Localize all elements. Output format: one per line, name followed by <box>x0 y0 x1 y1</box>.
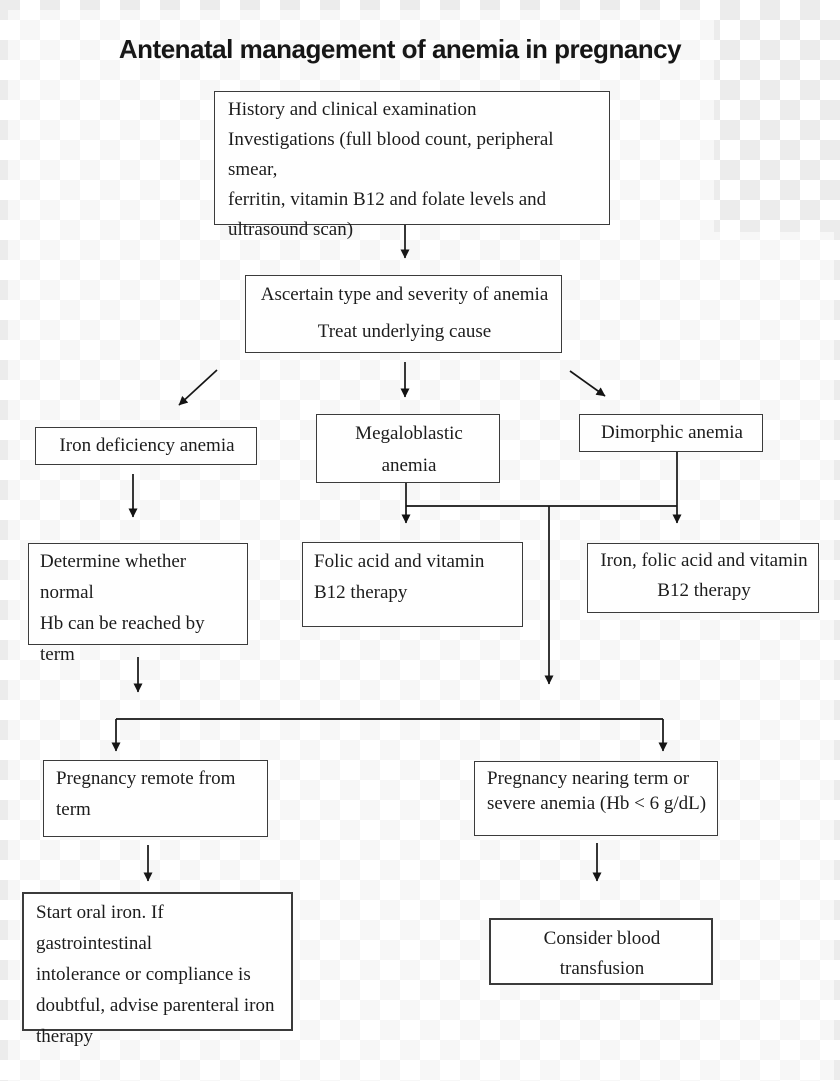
node-line: therapy <box>36 1026 93 1047</box>
node-line: ultrasound scan) <box>228 219 354 240</box>
node-line: History and clinical examination <box>228 99 477 120</box>
node-line: Investigations (full blood count, periph… <box>228 129 554 180</box>
node-line: severe anemia (Hb < 6 g/dL) <box>487 793 707 814</box>
node-iron-deficiency-anemia: Iron deficiency anemia <box>35 427 257 465</box>
node-line: term <box>56 799 91 820</box>
node-line: doubtful, advise parenteral iron <box>36 995 275 1016</box>
node-line: ferritin, vitamin B12 and folate levels … <box>228 189 547 210</box>
node-determine-hb: Determine whether normal Hb can be reach… <box>28 543 248 665</box>
node-line: Pregnancy remote from <box>56 768 236 789</box>
edge-ascertain-to-iron-def <box>178 369 218 406</box>
node-consider-transfusion: Consider blood transfusion <box>489 918 713 985</box>
node-line: Start oral iron. If gastrointestinal <box>36 902 164 954</box>
node-line: Hb can be reached by term <box>40 613 205 665</box>
node-start-oral-iron: Start oral iron. If gastrointestinal int… <box>22 892 293 1047</box>
node-folic-b12-therapy: Folic acid and vitamin B12 therapy <box>302 542 523 627</box>
node-line: Pregnancy nearing term or <box>487 768 690 789</box>
node-history-investigations: History and clinical examination Investi… <box>214 91 610 240</box>
node-line: Folic acid and vitamin <box>314 551 485 572</box>
node-line: Megaloblastic <box>355 423 463 444</box>
node-dimorphic-anemia: Dimorphic anemia <box>579 414 763 452</box>
node-pregnancy-remote: Pregnancy remote from term <box>43 760 268 837</box>
node-line: B12 therapy <box>657 580 751 601</box>
node-pregnancy-nearing-term: Pregnancy nearing term or severe anemia … <box>474 761 718 836</box>
edge-ascertain-to-dimorphic <box>569 370 606 397</box>
node-line: Determine whether normal <box>40 551 187 603</box>
node-line: Treat underlying cause <box>317 321 492 342</box>
diagram-title: Antenatal management of anemia in pregna… <box>118 34 682 64</box>
node-line: Dimorphic anemia <box>601 422 743 443</box>
node-line: Consider blood transfusion <box>543 928 661 979</box>
node-line: Iron deficiency anemia <box>59 435 235 456</box>
node-line: Iron, folic acid and vitamin <box>600 550 808 571</box>
node-megaloblastic-anemia: Megaloblastic anemia <box>316 414 500 483</box>
node-iron-folic-b12-therapy: Iron, folic acid and vitamin B12 therapy <box>587 543 819 613</box>
node-line: B12 therapy <box>314 582 408 603</box>
node-line: Ascertain type and severity of anemia <box>260 284 549 305</box>
node-line: intolerance or compliance is <box>36 964 251 985</box>
node-ascertain-type: Ascertain type and severity of anemia Tr… <box>245 275 562 353</box>
node-line: anemia <box>381 455 437 476</box>
